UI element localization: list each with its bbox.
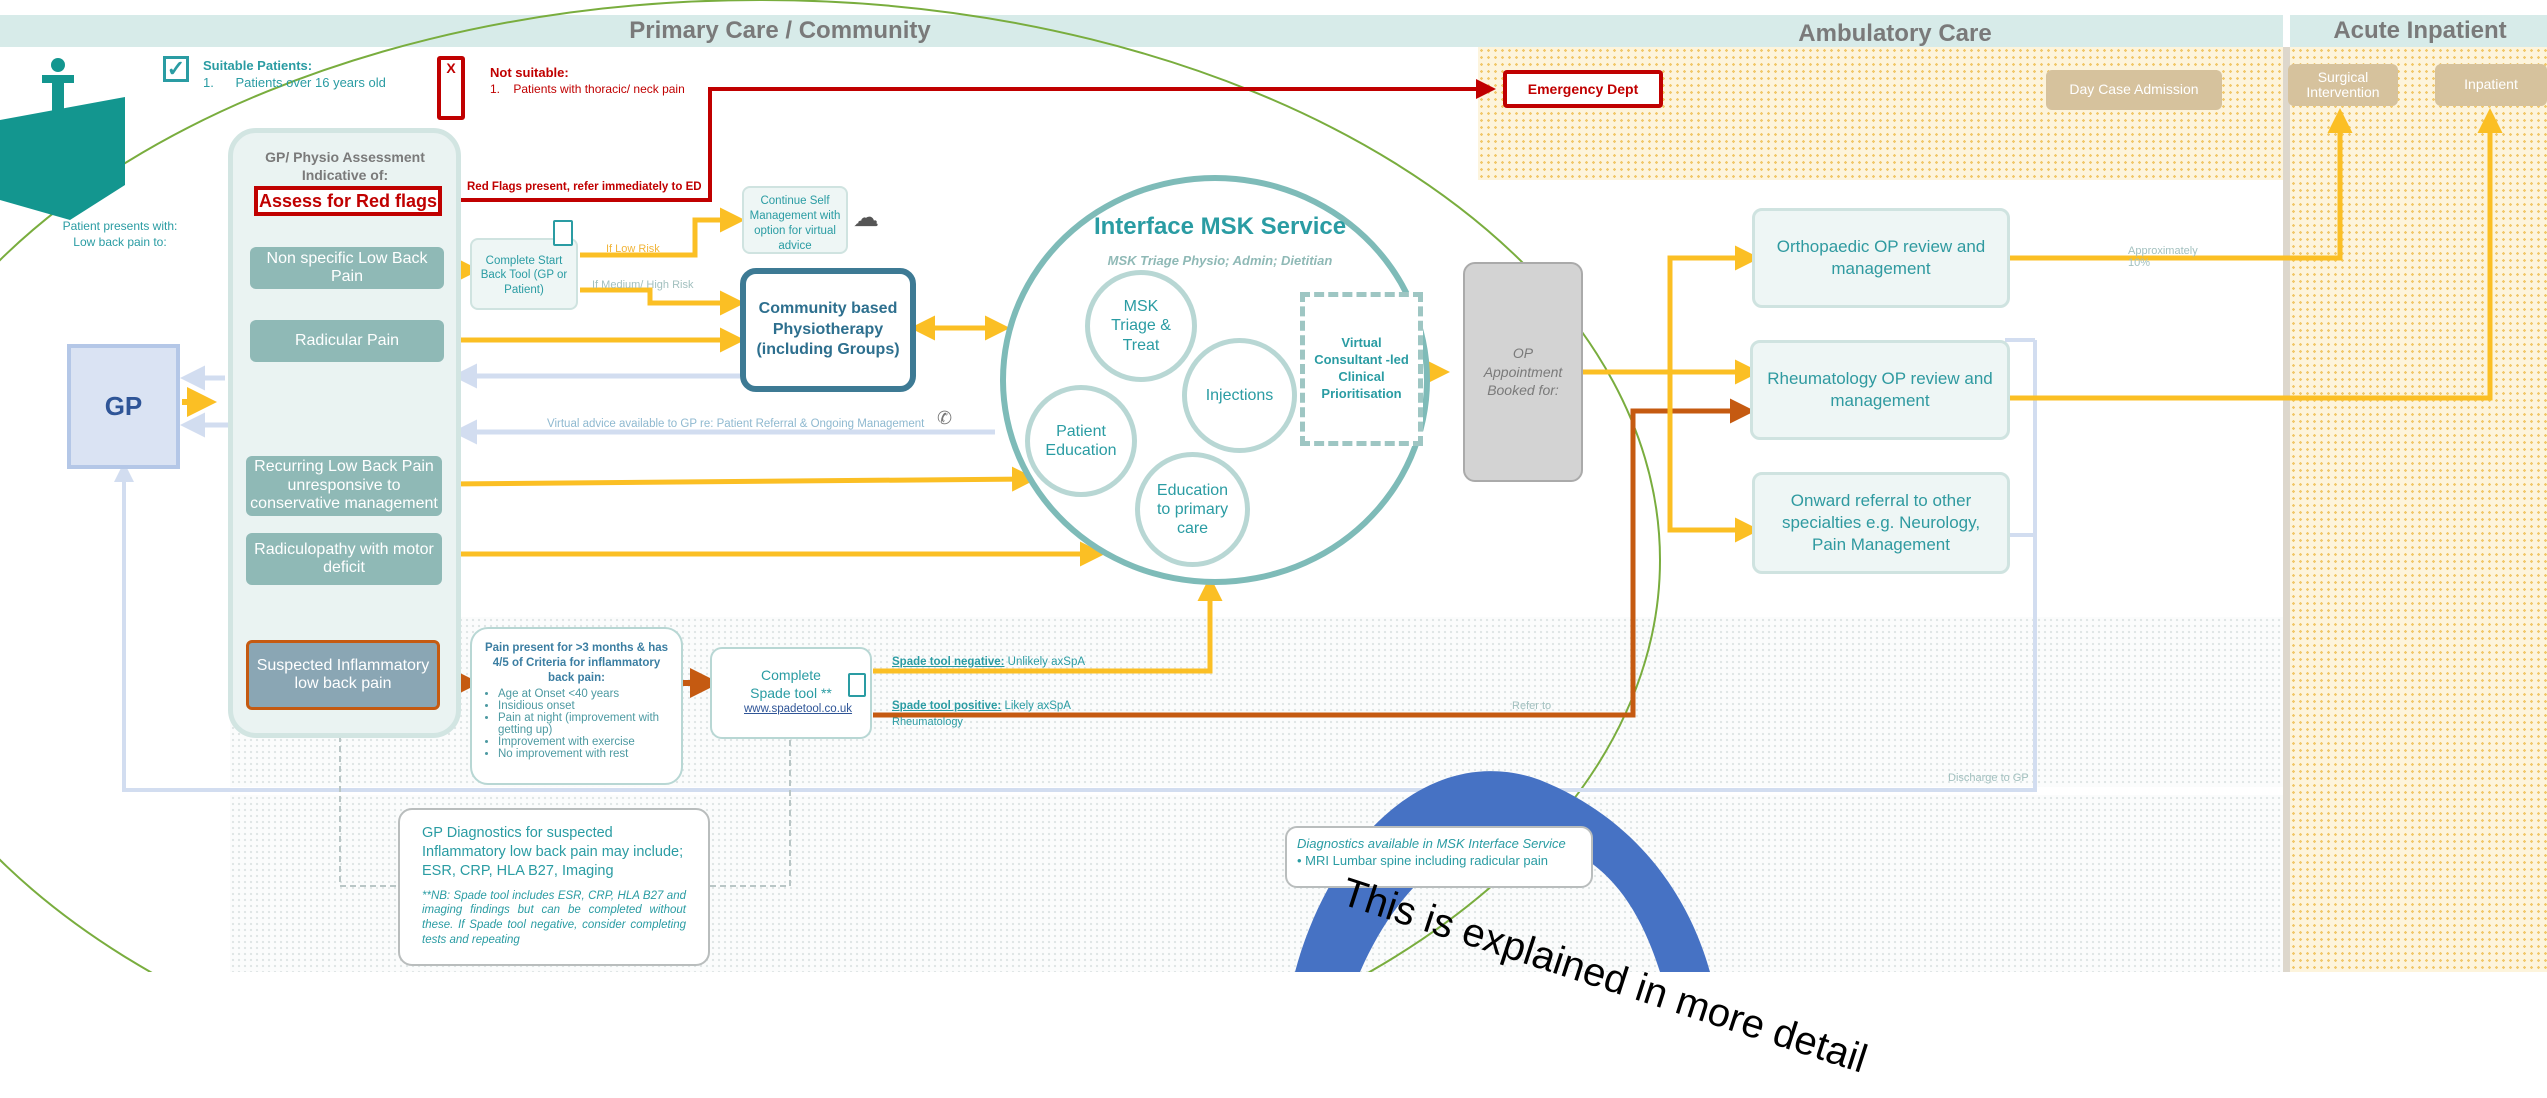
ambulatory-header-band [1478, 15, 2283, 47]
msk-service-subtitle: MSK Triage Physio; Admin; Dietitian [1107, 253, 1333, 268]
medium-high-risk-label: If Medium/ High Risk [592, 279, 694, 291]
ambulatory-care-header: Ambulatory Care [1798, 20, 1992, 47]
spade-negative-rest: Unlikely axSpA [1007, 656, 1086, 668]
acute-region [2290, 47, 2547, 972]
msk-diagnostics-item-text: MRI Lumbar spine including radicular pai… [1305, 852, 1548, 868]
assessment-title: GP/ Physio Assessment Indicative of: [240, 148, 450, 184]
assessment-title-line2: Indicative of: [301, 167, 389, 184]
discharge-label: Discharge to GP [1948, 772, 2029, 784]
patient-education-circle[interactable]: Patient Education [1025, 385, 1137, 497]
day-case-box[interactable]: Day Case Admission [2046, 70, 2222, 110]
spade-positive-rest: Likely axSpA [1004, 700, 1071, 712]
radiculopathy-box[interactable]: Radiculopathy with motor deficit [246, 533, 442, 585]
recurring-lbp-box[interactable]: Recurring Low Back Pain unresponsive to … [246, 456, 442, 516]
orthopaedic-box[interactable]: Orthopaedic OP review and management [1752, 208, 2010, 308]
not-suitable-item: 1. Patients with thoracic/ neck pain [490, 82, 685, 96]
inflammatory-criteria-box: Pain present for >3 months & has 4/5 of … [470, 627, 683, 785]
surgical-intervention-box[interactable]: Surgical Intervention [2288, 64, 2398, 106]
primary-header-band [0, 15, 1478, 47]
criteria-item: Improvement with exercise [498, 736, 669, 748]
cross-icon: X [437, 56, 465, 120]
red-flags-refer-label: Red Flags present, refer immediately to … [467, 181, 702, 193]
check-icon: ✓ [163, 56, 189, 82]
clipboard-icon [553, 220, 573, 246]
spade-rheumatology-label: Rheumatology [892, 716, 963, 728]
primary-care-header: Primary Care / Community [629, 17, 931, 44]
gp-diagnostics-box: GP Diagnostics for suspected Inflammator… [398, 808, 710, 966]
criteria-item: Age at Onset <40 years [498, 688, 669, 700]
spade-tool-box[interactable]: Complete Spade tool ** www.spadetool.co.… [710, 647, 872, 739]
virtual-advice-label: Virtual advice available to GP re: Patie… [547, 418, 925, 430]
approximately-label: Approximately 10% [2128, 245, 2198, 269]
msk-diagnostics-box: Diagnostics available in MSK Interface S… [1285, 826, 1593, 888]
criteria-title: Pain present for >3 months & has 4/5 of … [484, 642, 669, 684]
nonspecific-lbp-box[interactable]: Non specific Low Back Pain [250, 247, 444, 289]
spade-clipboard-icon [848, 673, 866, 697]
low-back-pain-line: Low back pain to: [73, 235, 167, 250]
emergency-dept-box[interactable]: Emergency Dept [1503, 70, 1663, 108]
cloud-computer-icon: ☁ [853, 202, 879, 232]
suitable-title: Suitable Patients: [203, 58, 313, 73]
virtual-consultant-box[interactable]: Virtual Consultant -led Clinical Priorit… [1300, 292, 1423, 446]
msk-diagnostics-title: Diagnostics available in MSK Interface S… [1297, 836, 1566, 851]
gp-diagnostics-note: **NB: Spade tool includes ESR, CRP, HLA … [422, 889, 686, 947]
acute-header-band [2290, 15, 2547, 47]
msk-triage-circle[interactable]: MSK Triage & Treat [1085, 270, 1197, 382]
criteria-item: Pain at night (improvement with getting … [498, 712, 669, 736]
criteria-item: No improvement with rest [498, 748, 669, 760]
acute-inpatient-header: Acute Inpatient [2333, 17, 2507, 44]
connector-lines [0, 0, 2503, 972]
community-physio-box[interactable]: Community based Physiotherapy (including… [740, 268, 916, 392]
patient-presents-line: Patient presents with: [62, 219, 178, 233]
rheumatology-box[interactable]: Rheumatology OP review and management [1750, 340, 2010, 440]
assessment-title-line1: GP/ Physio Assessment [265, 149, 425, 165]
spade-negative-bold: Spade tool negative: [892, 656, 1005, 668]
suitable-item-text: Patients over 16 years old [235, 75, 386, 90]
refer-to-label: Refer to [1512, 700, 1552, 712]
spade-negative-label: Spade tool negative: Unlikely axSpA [892, 656, 1085, 668]
patient-presents-label: Patient presents with: Low back pain to: [20, 218, 220, 250]
gp-box[interactable]: GP [67, 344, 180, 469]
low-risk-label: If Low Risk [606, 243, 660, 255]
criteria-list: Age at Onset <40 years Insidious onset P… [484, 688, 669, 760]
msk-diagnostics-item: • MRI Lumbar spine including radicular p… [1297, 852, 1548, 868]
spade-tool-link[interactable]: www.spadetool.co.uk [744, 703, 853, 715]
injections-circle[interactable]: Injections [1182, 338, 1297, 453]
inpatient-box[interactable]: Inpatient [2435, 64, 2547, 106]
spade-positive-label: Spade tool positive: Likely axSpA [892, 700, 1071, 712]
suitable-item: 1. Patients over 16 years old [203, 75, 386, 90]
self-management-box[interactable]: Continue Self Management with option for… [742, 186, 848, 254]
phone-icon: ✆ [937, 408, 953, 428]
onward-referral-box[interactable]: Onward referral to other specialties e.g… [1752, 472, 2010, 574]
red-flags-box[interactable]: Assess for Red flags [254, 186, 442, 216]
spade-positive-bold: Spade tool positive: [892, 700, 1002, 712]
spade-tool-label: Complete Spade tool ** [750, 667, 832, 701]
radicular-pain-box[interactable]: Radicular Pain [250, 320, 444, 362]
startback-box[interactable]: Complete Start Back Tool (GP or Patient) [470, 238, 578, 310]
criteria-item: Insidious onset [498, 700, 669, 712]
msk-service-title: Interface MSK Service [1093, 213, 1347, 240]
gp-diagnostics-text: GP Diagnostics for suspected Inflammator… [422, 825, 684, 879]
not-suitable-title: Not suitable: [490, 65, 569, 80]
op-booked-box: OP Appointment Booked for: [1463, 262, 1583, 482]
acute-divider [2283, 47, 2290, 972]
not-suitable-item-text: Patients with thoracic/ neck pain [513, 82, 685, 96]
person-icon [38, 57, 78, 117]
assessment-panel [228, 128, 461, 738]
inflammatory-lbp-box[interactable]: Suspected Inflammatory low back pain [246, 640, 440, 710]
education-primary-circle[interactable]: Education to primary care [1135, 452, 1250, 567]
